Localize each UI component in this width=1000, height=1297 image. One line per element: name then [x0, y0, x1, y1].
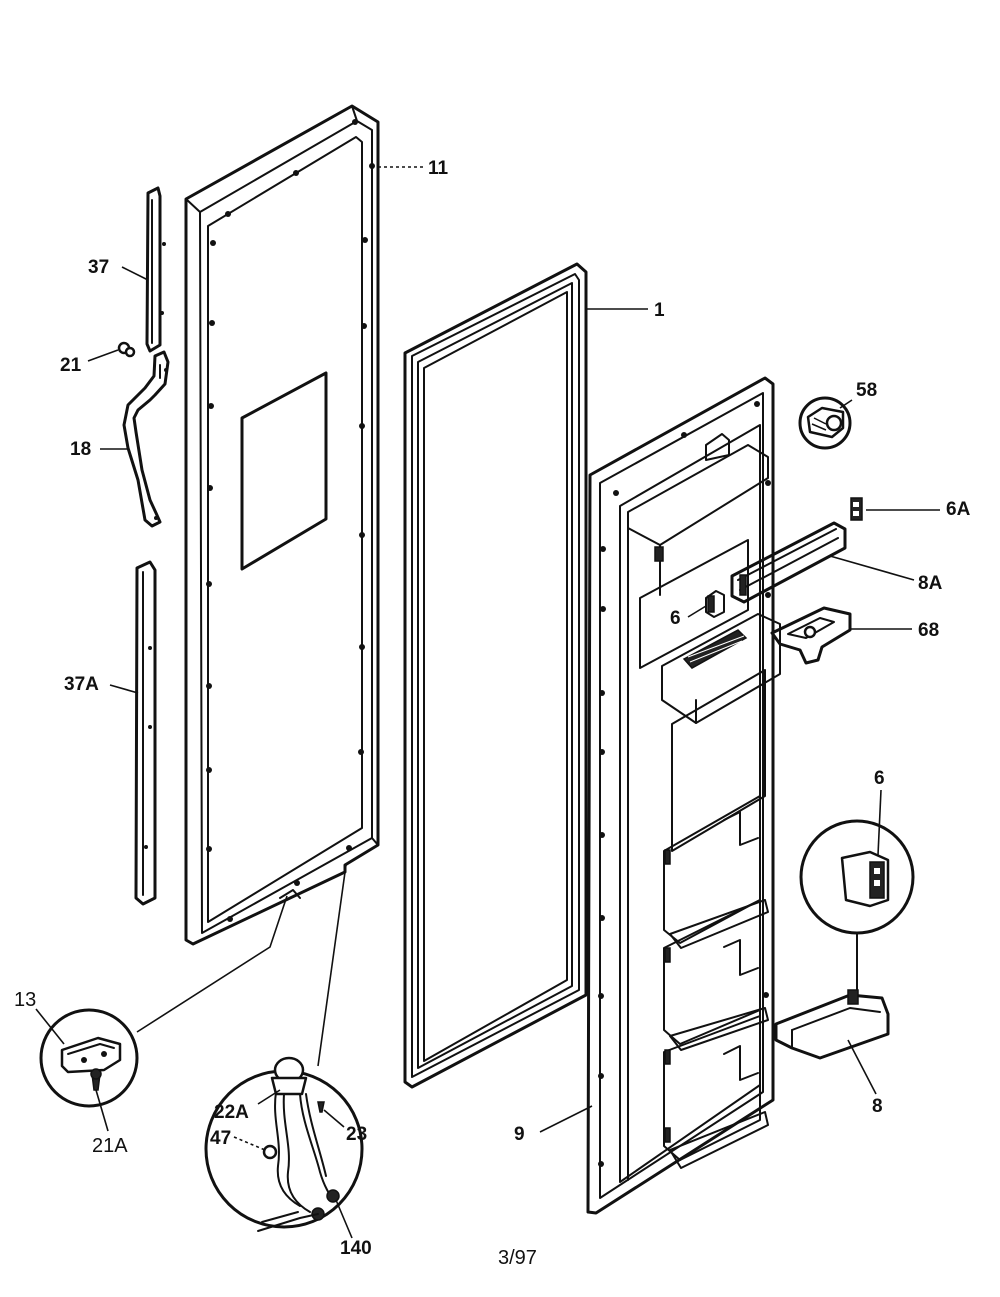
- leader-37: [121, 266, 149, 281]
- leader-6-inner: [687, 605, 707, 618]
- label-part-47: 47: [210, 1128, 231, 1149]
- clip-6a: [850, 497, 863, 521]
- leader-8: [847, 1039, 877, 1095]
- screw-21: [117, 341, 136, 358]
- hinge-cover-bottom: [134, 560, 157, 906]
- leader-panel-to-13: [136, 895, 288, 1033]
- leader-9: [539, 1105, 593, 1133]
- inner-door-liner: [586, 376, 781, 1215]
- actuator-6-inner: [705, 590, 725, 618]
- label-part-8: 8: [872, 1096, 883, 1117]
- label-part-9: 9: [514, 1124, 525, 1145]
- leader-23: [323, 1109, 345, 1128]
- label-part-6a-top: 6A: [946, 499, 971, 520]
- label-part-8a: 8A: [918, 573, 943, 594]
- label-part-6-inner: 6: [670, 608, 681, 629]
- label-part-68: 68: [918, 620, 939, 641]
- leader-13: [35, 1008, 65, 1045]
- leader-47: [233, 1136, 266, 1151]
- leader-21: [87, 349, 119, 362]
- label-part-6-detail: 6: [874, 768, 885, 789]
- leader-140: [335, 1199, 353, 1239]
- label-part-21: 21: [60, 355, 82, 376]
- detail-circle-58: [798, 396, 852, 450]
- date-code: 3/97: [498, 1247, 537, 1269]
- label-part-140: 140: [340, 1238, 372, 1259]
- ice-chute-8a: [730, 521, 847, 604]
- bracket-8: [774, 989, 890, 1060]
- label-part-13: 13: [14, 989, 36, 1011]
- door-gasket: [403, 262, 588, 1089]
- door-handle: [122, 350, 170, 528]
- switch-68: [770, 606, 852, 665]
- leader-37a: [109, 684, 139, 694]
- label-part-11: 11: [428, 158, 449, 179]
- label-part-58: 58: [856, 380, 877, 401]
- label-part-21a: 21A: [92, 1135, 128, 1157]
- detail-circle-6: [799, 819, 915, 991]
- label-part-37: 37: [88, 257, 109, 278]
- detail-circle-light-socket: [204, 1056, 364, 1232]
- outer-door-panel: [184, 104, 380, 946]
- leader-panel-to-socket: [317, 864, 347, 1067]
- label-part-1: 1: [654, 300, 665, 321]
- leader-6-detail: [877, 789, 882, 856]
- leader-58: [839, 399, 853, 409]
- leader-8a: [829, 555, 915, 581]
- label-part-22a: 22A: [214, 1102, 249, 1123]
- hinge-cover-top: [145, 186, 166, 353]
- leader-22a: [257, 1089, 281, 1105]
- label-part-18: 18: [70, 439, 91, 460]
- label-part-23: 23: [346, 1124, 367, 1145]
- leader-21a: [95, 1089, 109, 1132]
- label-part-37a: 37A: [64, 674, 99, 695]
- detail-circle-13: [39, 1008, 139, 1108]
